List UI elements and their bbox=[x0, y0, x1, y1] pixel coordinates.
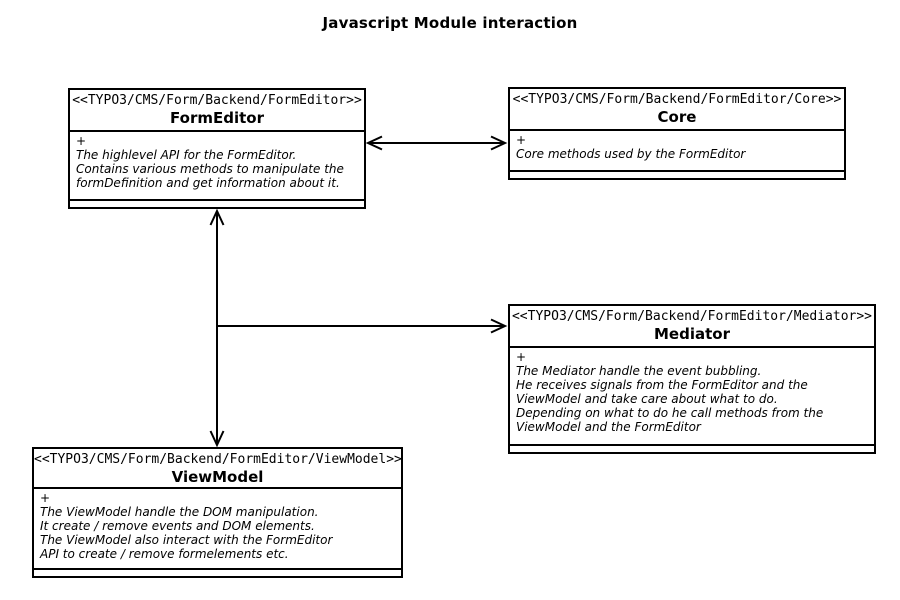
core-name: Core bbox=[657, 108, 697, 126]
mediator-stereotype: <<TYPO3/CMS/Form/Backend/FormEditor/Medi… bbox=[511, 309, 873, 324]
mediator-desc-line: ViewModel and the FormEditor bbox=[516, 420, 701, 434]
page-title: Javascript Module interaction bbox=[322, 14, 578, 32]
viewmodel-footer-compartment bbox=[34, 568, 401, 576]
viewmodel-body: + The ViewModel handle the DOM manipulat… bbox=[34, 489, 401, 568]
formeditor-header: <<TYPO3/CMS/Form/Backend/FormEditor>> Fo… bbox=[70, 90, 364, 132]
arrow-formeditor-viewmodel bbox=[209, 208, 225, 448]
arrow-formeditor-core bbox=[365, 135, 508, 151]
formeditor-desc-line: formDefinition and get information about… bbox=[76, 176, 340, 190]
class-box-core: <<TYPO3/CMS/Form/Backend/FormEditor/Core… bbox=[508, 87, 846, 180]
viewmodel-visibility: + bbox=[40, 491, 51, 505]
formeditor-body: + The highlevel API for the FormEditor. … bbox=[70, 132, 364, 199]
core-body: + Core methods used by the FormEditor bbox=[510, 131, 844, 170]
class-box-mediator: <<TYPO3/CMS/Form/Backend/FormEditor/Medi… bbox=[508, 304, 876, 454]
formeditor-desc-line: Contains various methods to manipulate t… bbox=[76, 162, 344, 176]
core-footer-compartment bbox=[510, 170, 844, 178]
mediator-desc-line: Depending on what to do he call methods … bbox=[516, 406, 824, 420]
viewmodel-desc-line: API to create / remove formelements etc. bbox=[40, 547, 289, 561]
formeditor-stereotype: <<TYPO3/CMS/Form/Backend/FormEditor>> bbox=[72, 93, 362, 108]
viewmodel-desc-line: It create / remove events and DOM elemen… bbox=[40, 519, 315, 533]
mediator-desc-line: The Mediator handle the event bubbling. bbox=[516, 364, 762, 378]
core-visibility: + bbox=[516, 133, 527, 147]
mediator-header: <<TYPO3/CMS/Form/Backend/FormEditor/Medi… bbox=[510, 306, 874, 348]
mediator-name: Mediator bbox=[654, 325, 730, 343]
viewmodel-desc-line: The ViewModel also interact with the For… bbox=[40, 533, 333, 547]
viewmodel-header: <<TYPO3/CMS/Form/Backend/FormEditor/View… bbox=[34, 449, 401, 489]
core-stereotype: <<TYPO3/CMS/Form/Backend/FormEditor/Core… bbox=[512, 92, 842, 107]
core-desc-line: Core methods used by the FormEditor bbox=[516, 147, 746, 161]
formeditor-name: FormEditor bbox=[170, 109, 264, 127]
formeditor-footer-compartment bbox=[70, 199, 364, 207]
viewmodel-stereotype: <<TYPO3/CMS/Form/Backend/FormEditor/View… bbox=[34, 452, 401, 467]
mediator-body: + The Mediator handle the event bubbling… bbox=[510, 348, 874, 444]
arrow-to-mediator bbox=[217, 318, 508, 334]
mediator-desc-line: He receives signals from the FormEditor … bbox=[516, 378, 808, 392]
formeditor-desc-line: The highlevel API for the FormEditor. bbox=[76, 148, 297, 162]
mediator-desc-line: ViewModel and take care about what to do… bbox=[516, 392, 778, 406]
formeditor-visibility: + bbox=[76, 134, 87, 148]
mediator-visibility: + bbox=[516, 350, 527, 364]
class-box-formeditor: <<TYPO3/CMS/Form/Backend/FormEditor>> Fo… bbox=[68, 88, 366, 209]
mediator-footer-compartment bbox=[510, 444, 874, 452]
viewmodel-desc-line: The ViewModel handle the DOM manipulatio… bbox=[40, 505, 319, 519]
viewmodel-name: ViewModel bbox=[171, 468, 264, 486]
class-box-viewmodel: <<TYPO3/CMS/Form/Backend/FormEditor/View… bbox=[32, 447, 403, 578]
core-header: <<TYPO3/CMS/Form/Backend/FormEditor/Core… bbox=[510, 89, 844, 131]
